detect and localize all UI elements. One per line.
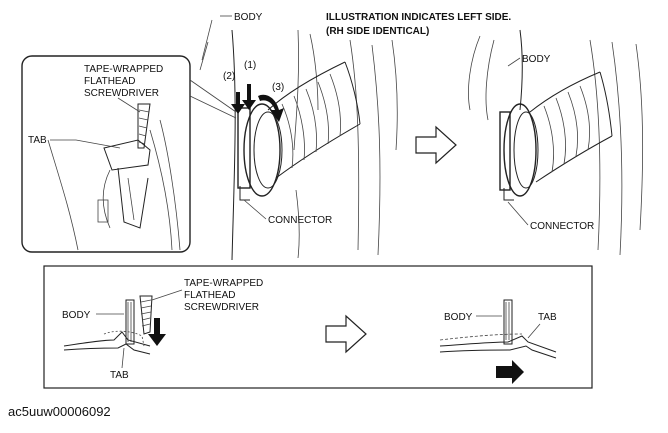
main-illustration-right: BODY CONNECTOR [468, 29, 644, 256]
inset-tool-label-3: SCREWDRIVER [84, 88, 159, 99]
arrow-right-outline-icon [415, 125, 457, 165]
bottom-tab-label-left: TAB [110, 370, 129, 381]
bottom-tab-label-right: TAB [538, 312, 557, 323]
inset-tab-label: TAB [28, 135, 47, 146]
bottom-tool-label-1: TAPE-WRAPPED [184, 278, 263, 289]
rotate-arrow-icon [258, 94, 284, 122]
connector-grommet [237, 103, 283, 201]
press-arrow-icon [242, 84, 256, 110]
bottom-detail-panel: BODY TAPE-WRAPPED FLATHEAD SCREWDRIVER T… [43, 265, 593, 389]
header-line-1: ILLUSTRATION INDICATES LEFT SIDE. [326, 12, 511, 23]
slide-arrow-icon [496, 360, 524, 384]
bottom-tool-label-2: FLATHEAD [184, 290, 236, 301]
step-1-label: (1) [244, 60, 256, 71]
press-arrow-icon [231, 92, 245, 114]
body-label-right: BODY [522, 54, 551, 65]
bottom-body-label-right: BODY [444, 312, 473, 323]
rubber-boot [267, 61, 361, 179]
body-label-top: BODY [234, 12, 263, 23]
press-arrow-icon [148, 318, 166, 346]
bottom-body-label-left: BODY [62, 310, 91, 321]
arrow-right-outline-icon [325, 314, 367, 354]
inset-tool-label-2: FLATHEAD [84, 76, 136, 87]
main-illustration-left: (2) (1) (3) BODY CONNECTOR [199, 12, 398, 261]
inset-detail: TAPE-WRAPPED FLATHEAD SCREWDRIVER TAB [21, 55, 237, 253]
header-line-2: (RH SIDE IDENTICAL) [326, 26, 429, 37]
body-wall-left [125, 299, 135, 345]
connector-label-left: CONNECTOR [268, 215, 332, 226]
body-wall-right [503, 299, 513, 345]
step-3-label: (3) [272, 82, 284, 93]
bottom-tool-label-3: SCREWDRIVER [184, 302, 259, 313]
inset-tool-label-1: TAPE-WRAPPED [84, 64, 163, 75]
figure-code: ac5uuw00006092 [8, 404, 111, 419]
step-2-label: (2) [223, 71, 235, 82]
connector-label-right: CONNECTOR [530, 221, 594, 232]
